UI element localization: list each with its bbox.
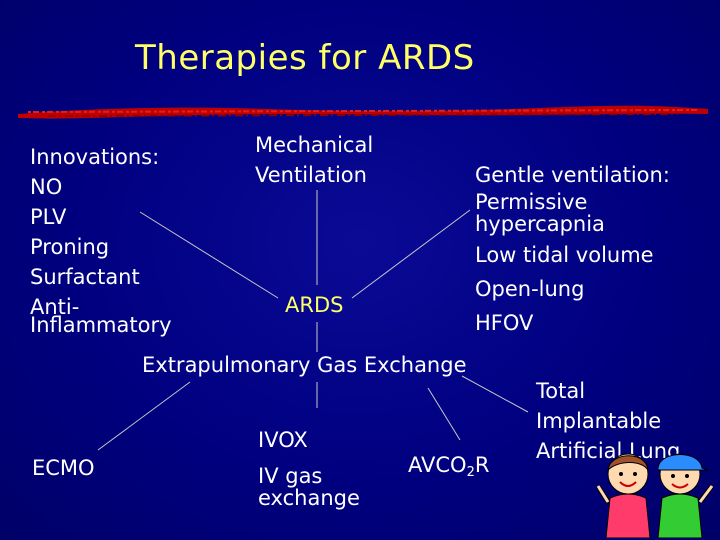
gentle-item-hypercapnia: hypercapnia [475, 214, 670, 234]
avco2r-prefix: AVCO [408, 453, 467, 477]
ventilation-line: Ventilation [255, 160, 373, 190]
ards-center-label: ARDS [285, 290, 343, 320]
innovation-item-no: NO [30, 172, 172, 202]
innovations-heading: Innovations: [30, 142, 172, 172]
line-to-avco2r [428, 388, 460, 440]
avco2r-subscript: 2 [467, 465, 475, 480]
avco2r-label: AVCO2R [408, 450, 489, 488]
gentle-item-hfov: HFOV [475, 308, 670, 338]
innovation-item-plv: PLV [30, 202, 172, 232]
extrapulmonary-label: Extrapulmonary Gas Exchange [142, 350, 467, 380]
gentle-ventilation-group: Gentle ventilation: Permissive hypercapn… [475, 160, 670, 338]
ecmo-label: ECMO [32, 453, 95, 483]
line-to-ecmo [98, 382, 190, 450]
line-gentle-to-ards [352, 210, 470, 298]
ivox-group: IVOX IV gas exchange [258, 425, 360, 509]
mechanical-line: Mechanical [255, 130, 373, 160]
innovation-item-surfactant: Surfactant [30, 262, 172, 292]
ivox-sub-line-1: IV gas [258, 465, 360, 487]
children-clipart-icon [596, 446, 714, 538]
innovation-item-anti: Anti- [30, 292, 172, 310]
gentle-item-low-tidal-volume: Low tidal volume [475, 240, 670, 270]
ivox-label: IVOX [258, 425, 360, 455]
gentle-ventilation-heading: Gentle ventilation: [475, 160, 670, 190]
innovation-item-proning: Proning [30, 232, 172, 262]
implantable-line: Implantable [536, 406, 680, 436]
mechanical-ventilation-label: Mechanical Ventilation [255, 130, 373, 190]
innovation-item-inflammatory: Inflammatory [30, 310, 172, 340]
ivox-sub-line-2: exchange [258, 487, 360, 509]
line-to-total-lung [462, 376, 528, 412]
total-line: Total [536, 376, 680, 406]
innovations-group: Innovations: NO PLV Proning Surfactant A… [30, 142, 172, 340]
avco2r-suffix: R [475, 453, 490, 477]
gentle-item-permissive: Permissive [475, 190, 670, 214]
gentle-item-open-lung: Open-lung [475, 274, 670, 304]
